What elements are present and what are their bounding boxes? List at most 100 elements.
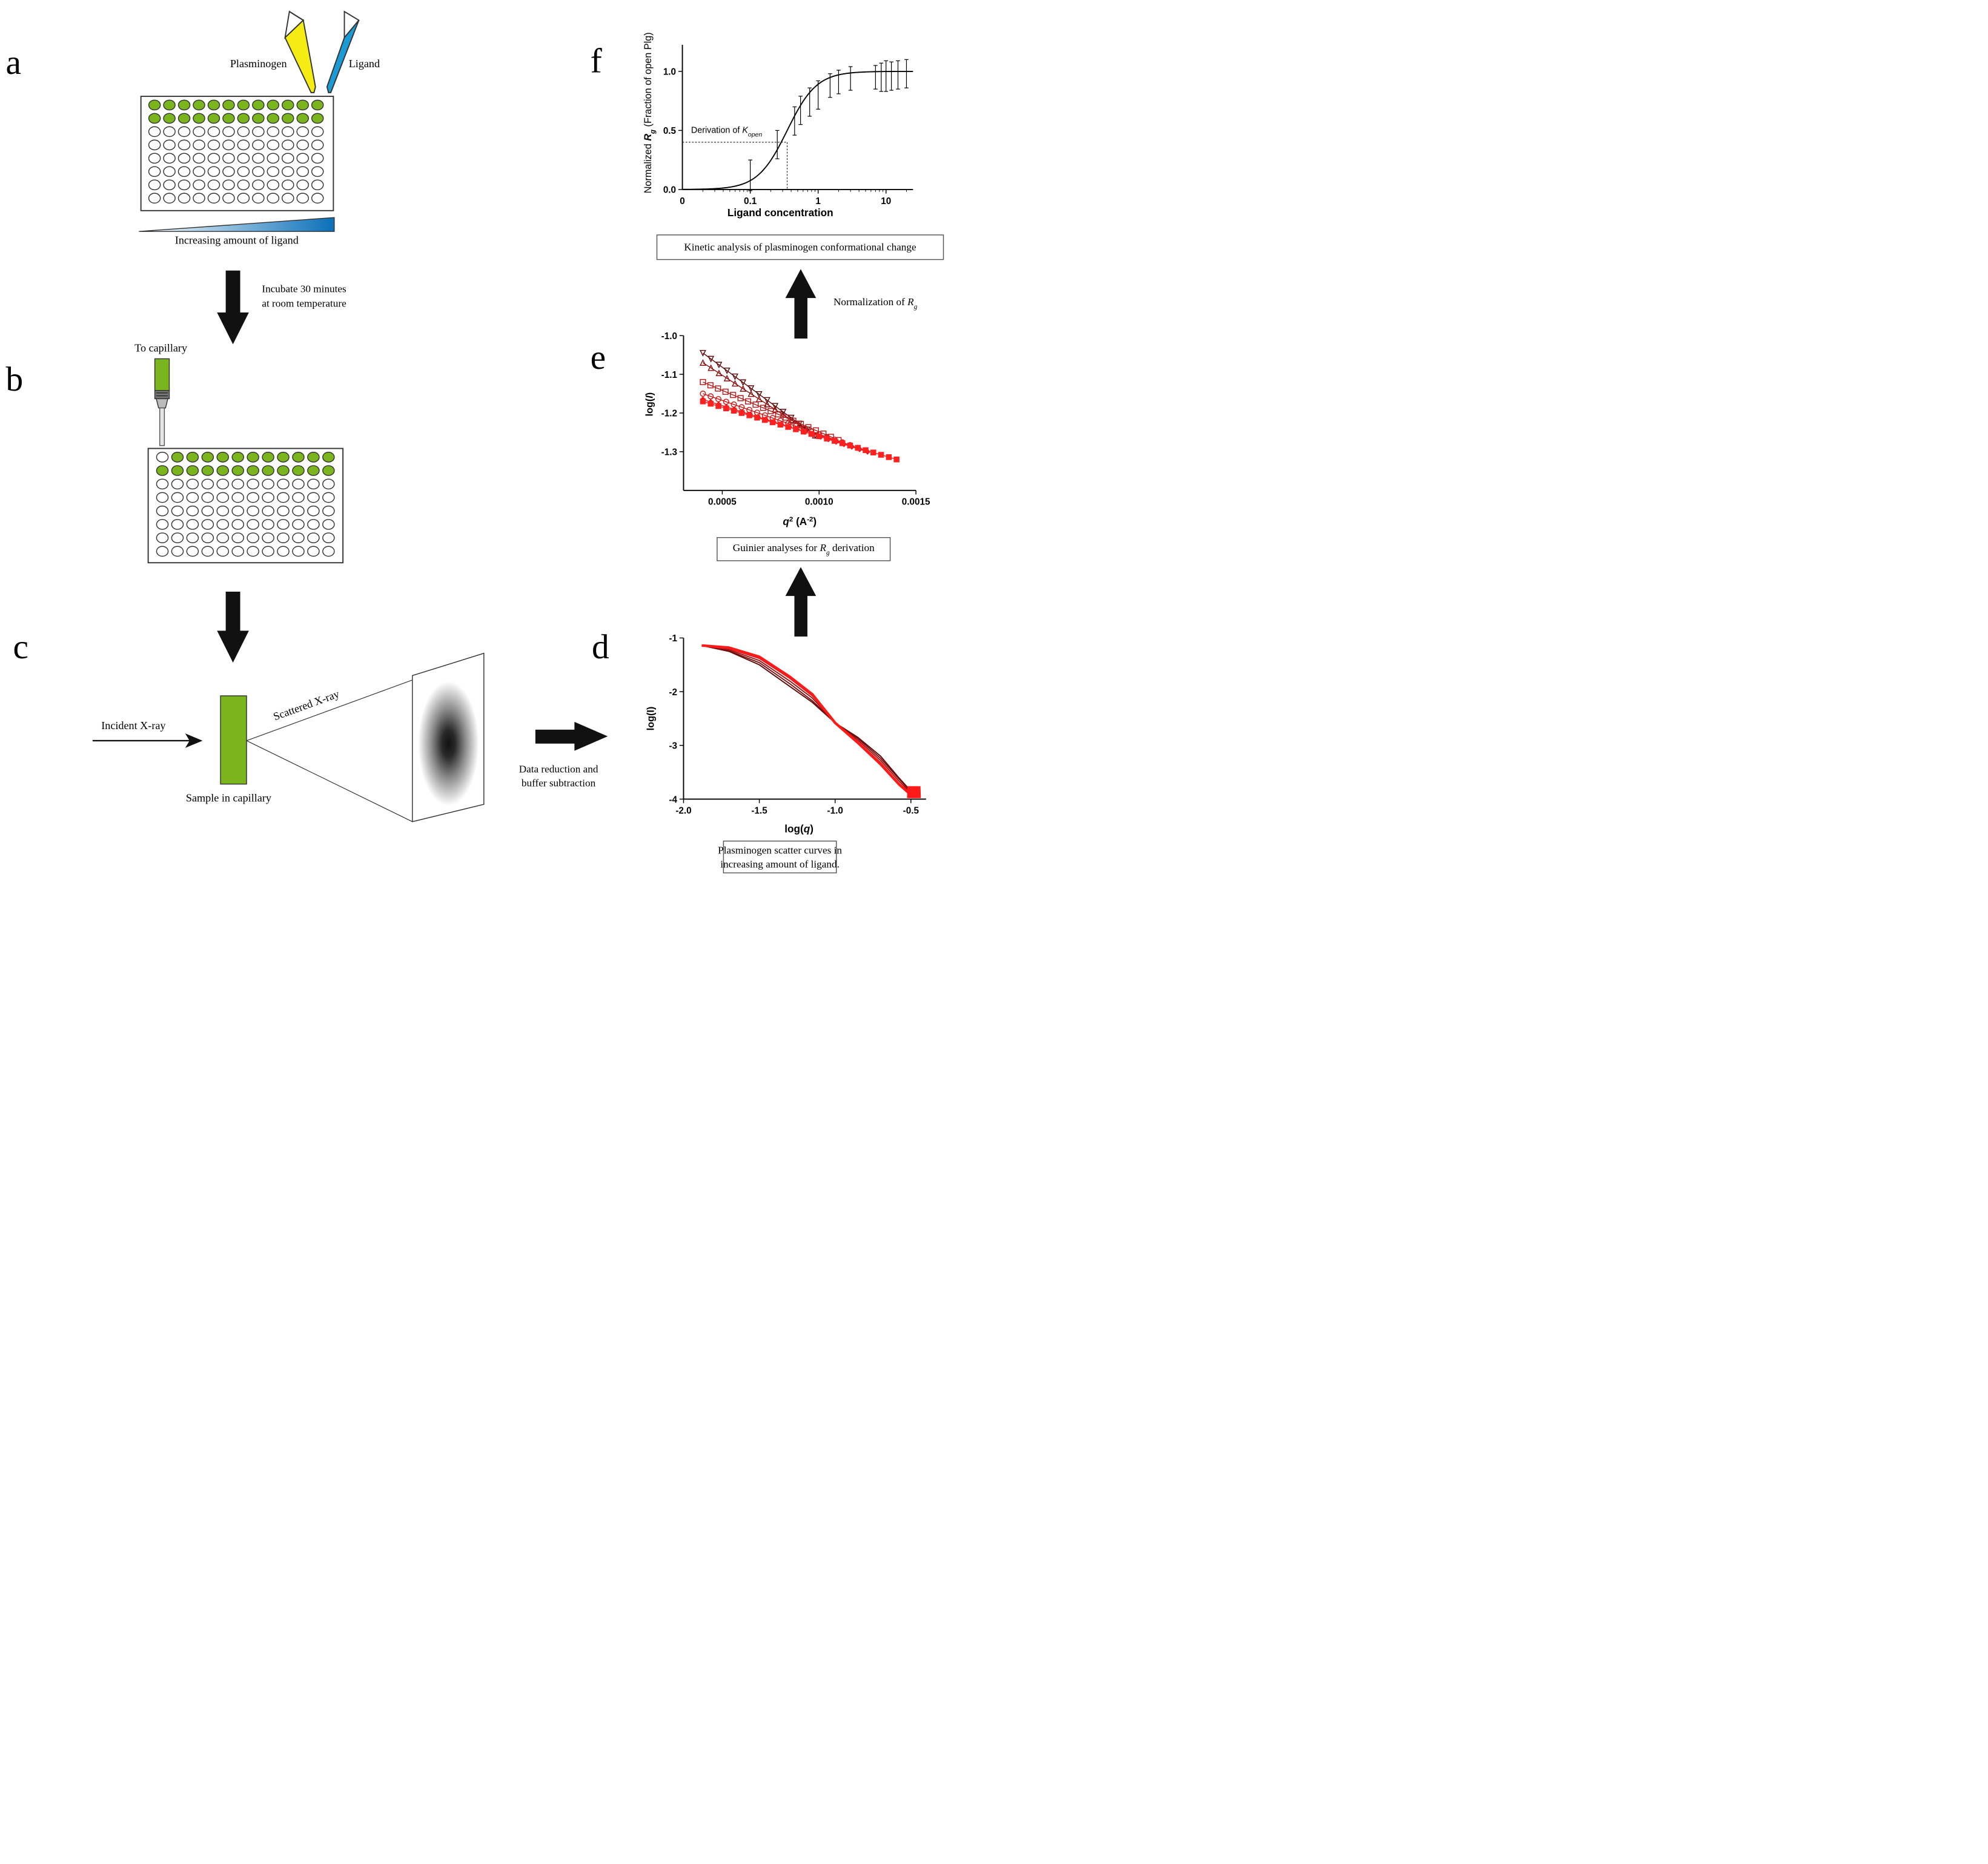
well-empty bbox=[207, 166, 220, 177]
well-empty bbox=[296, 193, 310, 204]
marker-square bbox=[832, 438, 838, 444]
well-empty bbox=[292, 505, 305, 517]
well-empty bbox=[156, 452, 169, 463]
well-plate-b bbox=[147, 448, 344, 564]
well-filled bbox=[222, 99, 235, 111]
well-filled bbox=[148, 113, 161, 124]
well-empty bbox=[262, 505, 274, 517]
well-empty bbox=[163, 153, 176, 164]
well-filled bbox=[311, 113, 324, 124]
well-empty bbox=[267, 139, 280, 151]
well-empty bbox=[322, 505, 335, 517]
well-filled bbox=[252, 113, 265, 124]
well-empty bbox=[262, 532, 274, 543]
scatter-curve-d bbox=[701, 644, 919, 797]
well-empty bbox=[201, 546, 214, 557]
well-empty bbox=[267, 179, 280, 191]
well-empty bbox=[237, 139, 250, 151]
up-arrow-icon bbox=[785, 567, 817, 637]
well-empty bbox=[277, 546, 290, 557]
well-filled bbox=[252, 99, 265, 111]
marker-tri-up bbox=[772, 406, 779, 413]
caption-e-box bbox=[717, 537, 891, 561]
well-empty bbox=[252, 179, 265, 191]
well-empty bbox=[267, 193, 280, 204]
plasminogen-pipette-icon bbox=[284, 10, 316, 93]
marker-square-open bbox=[730, 392, 737, 398]
well-filled bbox=[307, 465, 320, 476]
well-empty bbox=[307, 505, 320, 517]
well-filled bbox=[277, 452, 290, 463]
ligand-pipette-icon bbox=[326, 10, 360, 93]
well-empty bbox=[247, 519, 259, 530]
well-empty bbox=[277, 492, 290, 503]
well-filled bbox=[193, 113, 205, 124]
caption-f: Kinetic analysis of plasminogen conforma… bbox=[684, 241, 916, 253]
marker-tri-up bbox=[715, 369, 723, 377]
y-tick-label-e: -1.1 bbox=[661, 370, 678, 380]
x-axis-label-f: Ligand concentration bbox=[727, 207, 833, 219]
x-tick-label-d: -0.5 bbox=[903, 805, 919, 816]
well-empty bbox=[216, 492, 230, 503]
marker-tri-down bbox=[699, 349, 706, 357]
well-empty bbox=[156, 478, 169, 490]
normalization-label: Normalization of Rg bbox=[833, 296, 918, 311]
marker-square bbox=[731, 408, 737, 414]
caption-d-line2: increasing amount of ligand. bbox=[720, 858, 840, 870]
sample-capillary bbox=[220, 695, 247, 785]
well-filled bbox=[201, 452, 214, 463]
well-empty bbox=[193, 153, 205, 164]
caption-e-var: R bbox=[819, 542, 826, 554]
well-empty bbox=[267, 166, 280, 177]
well-empty bbox=[307, 519, 320, 530]
well-filled bbox=[267, 113, 280, 124]
y-tick-label-f: 0.5 bbox=[663, 126, 677, 136]
well-empty bbox=[322, 492, 335, 503]
plasminogen-label: Plasminogen bbox=[230, 58, 287, 70]
marker-tri-up bbox=[699, 359, 706, 366]
capillary-label: To capillary bbox=[134, 342, 187, 354]
well-empty bbox=[252, 166, 265, 177]
panel-letter-d: d bbox=[592, 628, 609, 666]
marker-tri-up bbox=[723, 374, 731, 382]
well-filled bbox=[277, 465, 290, 476]
well-empty bbox=[222, 193, 235, 204]
well-empty bbox=[163, 179, 176, 191]
y-axis-label-f: Normalized Rg (Fraction of open Plg) bbox=[643, 32, 657, 193]
marker-square-open bbox=[737, 395, 744, 402]
marker-tri-up bbox=[747, 390, 755, 397]
well-empty bbox=[231, 492, 244, 503]
marker-square bbox=[886, 454, 892, 460]
well-filled bbox=[282, 113, 294, 124]
marker-square bbox=[746, 412, 752, 418]
x-tick-label-d: -1.5 bbox=[751, 805, 767, 816]
well-empty bbox=[311, 193, 324, 204]
well-empty bbox=[177, 126, 191, 137]
well-empty bbox=[311, 126, 324, 137]
marker-square-open bbox=[745, 398, 752, 405]
well-filled bbox=[282, 99, 294, 111]
caption-e-before: Guinier analyses for bbox=[733, 542, 820, 554]
well-empty bbox=[282, 166, 294, 177]
well-empty bbox=[177, 193, 191, 204]
gradient-label: Increasing amount of ligand bbox=[175, 234, 299, 246]
marker-square bbox=[893, 456, 900, 463]
marker-tri-down bbox=[740, 379, 747, 386]
well-filled bbox=[237, 113, 250, 124]
y-tick-label-e: -1.3 bbox=[661, 448, 677, 458]
well-filled bbox=[307, 452, 320, 463]
well-empty bbox=[307, 478, 320, 490]
well-empty bbox=[231, 478, 244, 490]
well-filled bbox=[216, 452, 230, 463]
marker-square-open bbox=[775, 411, 781, 418]
well-empty bbox=[322, 546, 335, 557]
marker-tri-down bbox=[772, 403, 779, 410]
well-empty bbox=[277, 505, 290, 517]
well-empty bbox=[216, 505, 230, 517]
y-axis-label-e: log(I) bbox=[644, 392, 655, 417]
well-empty bbox=[171, 519, 184, 530]
well-empty bbox=[156, 546, 169, 557]
marker-circle bbox=[707, 393, 714, 400]
scatter-curve-d bbox=[701, 644, 919, 798]
